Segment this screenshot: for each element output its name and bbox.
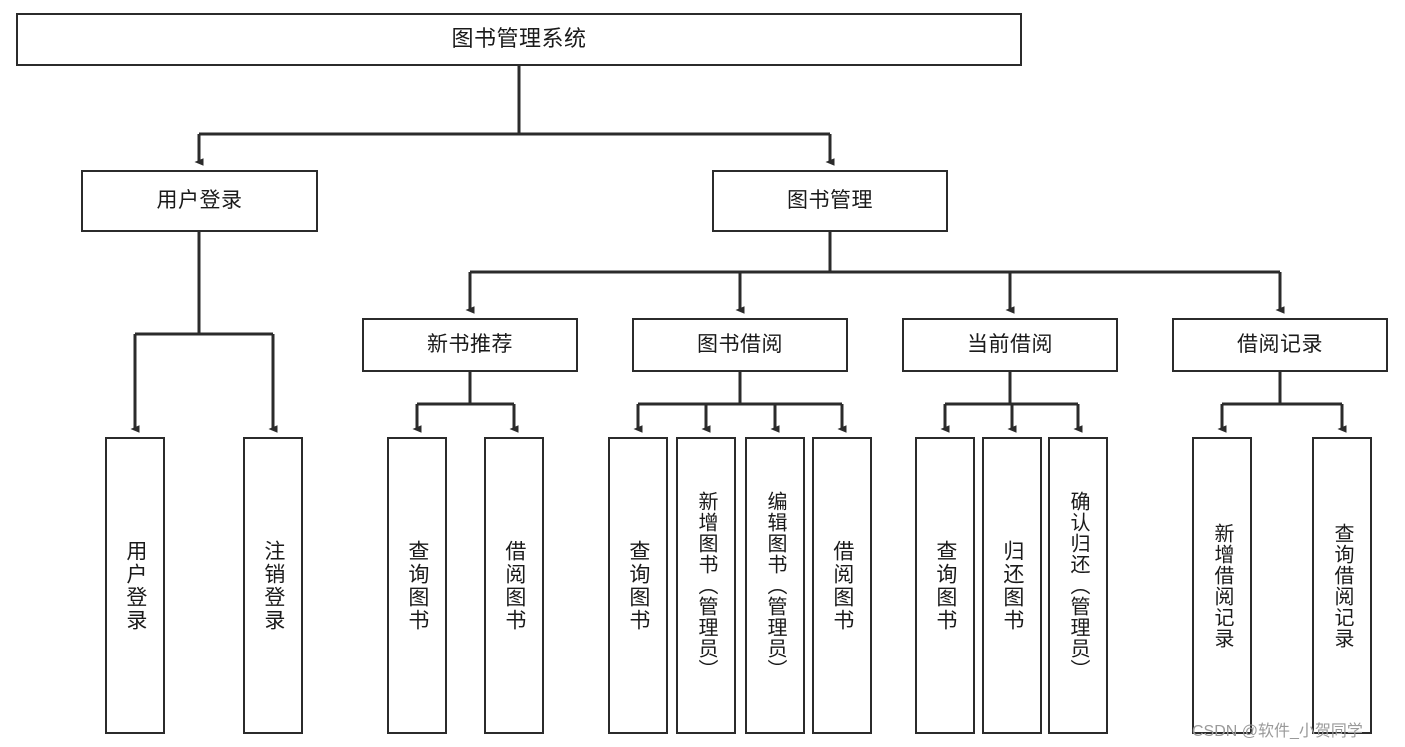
node-label: 查询借阅记录 xyxy=(1331,522,1353,649)
node-label: 归还图书 xyxy=(1000,539,1024,632)
node-label: 当前借阅 xyxy=(967,333,1053,357)
node-label: 用户登录 xyxy=(123,539,147,632)
node-label: 借阅图书 xyxy=(830,539,854,632)
node-book-management[interactable]: 图书管理 xyxy=(712,170,948,232)
node-current-borrowing[interactable]: 当前借阅 xyxy=(902,318,1118,372)
csdn-watermark: CSDN @软件_小贺同学 xyxy=(1192,723,1363,740)
node-leaf-return-books[interactable]: 归还图书 xyxy=(982,437,1042,734)
node-label: 查询图书 xyxy=(933,539,957,632)
node-leaf-user-login[interactable]: 用户登录 xyxy=(105,437,165,734)
node-label: 用户登录 xyxy=(156,189,243,213)
node-leaf-query-borrow-record[interactable]: 查询借阅记录 xyxy=(1312,437,1372,734)
node-label: 图书管理 xyxy=(787,189,873,213)
node-leaf-confirm-return-admin[interactable]: 确认归还（管理员） xyxy=(1048,437,1108,734)
node-label: 查询图书 xyxy=(405,539,429,632)
node-leaf-borrow-books[interactable]: 借阅图书 xyxy=(812,437,872,734)
node-label: 借阅图书 xyxy=(502,539,526,632)
node-leaf-add-book-admin[interactable]: 新增图书（管理员） xyxy=(676,437,736,734)
node-leaf-logout[interactable]: 注销登录 xyxy=(243,437,303,734)
node-label: 新增借阅记录 xyxy=(1211,522,1233,649)
node-leaf-query-books-recommend[interactable]: 查询图书 xyxy=(387,437,447,734)
node-label: 注销登录 xyxy=(261,539,285,632)
node-leaf-edit-book-admin[interactable]: 编辑图书（管理员） xyxy=(745,437,805,734)
node-leaf-borrow-books-recommend[interactable]: 借阅图书 xyxy=(484,437,544,734)
node-label: 图书借阅 xyxy=(697,333,783,357)
node-label: 新书推荐 xyxy=(427,333,513,357)
node-root-library-management-system[interactable]: 图书管理系统 xyxy=(16,13,1022,66)
node-label: 图书管理系统 xyxy=(451,26,587,52)
node-borrow-records[interactable]: 借阅记录 xyxy=(1172,318,1388,372)
node-user-login[interactable]: 用户登录 xyxy=(81,170,318,232)
node-leaf-add-borrow-record[interactable]: 新增借阅记录 xyxy=(1192,437,1252,734)
node-leaf-query-books-borrow[interactable]: 查询图书 xyxy=(608,437,668,734)
node-new-book-recommendation[interactable]: 新书推荐 xyxy=(362,318,578,372)
node-label: 确认归还（管理员） xyxy=(1067,491,1089,680)
node-leaf-query-books-current[interactable]: 查询图书 xyxy=(915,437,975,734)
node-label: 编辑图书（管理员） xyxy=(764,491,786,680)
node-label: 新增图书（管理员） xyxy=(695,491,717,680)
node-label: 查询图书 xyxy=(626,539,650,632)
node-book-borrowing[interactable]: 图书借阅 xyxy=(632,318,848,372)
node-label: 借阅记录 xyxy=(1237,333,1323,357)
